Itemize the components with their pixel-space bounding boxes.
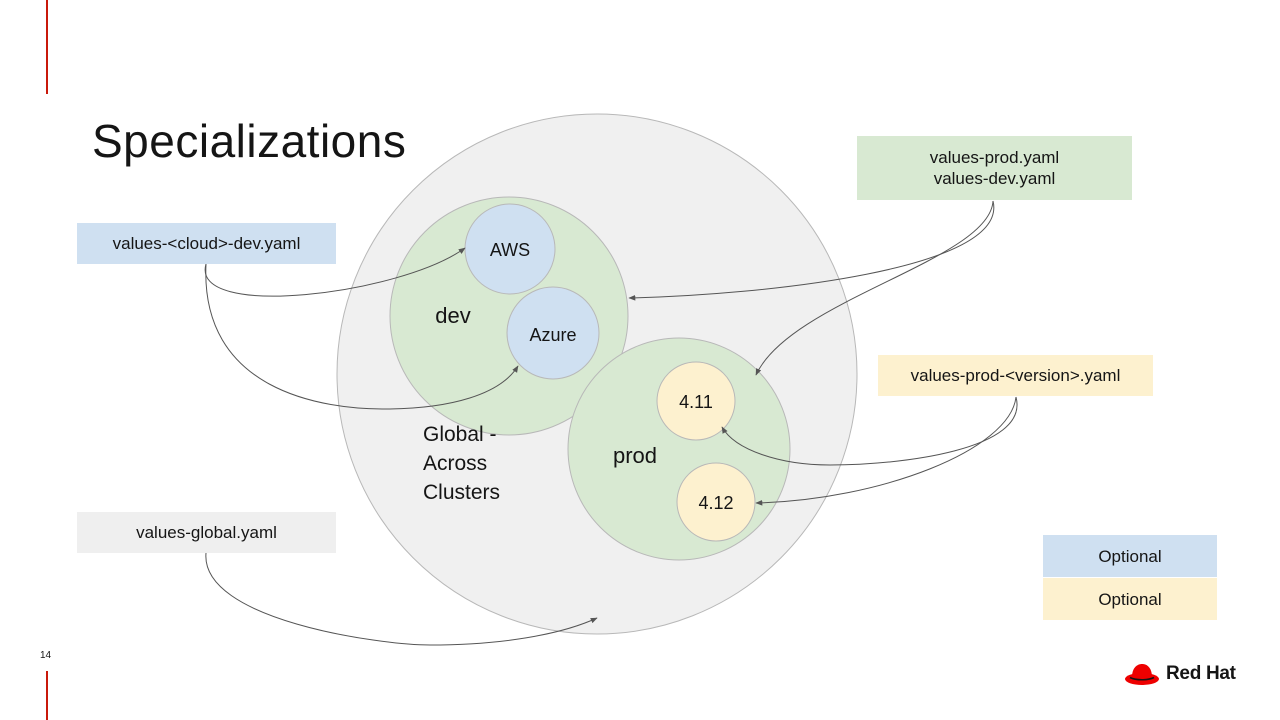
page-number: 14 [40,650,52,661]
global-label-line-3: Clusters [423,481,500,504]
connector-version-to-4-12 [755,396,1017,506]
legend-optional-cloud-label: Optional [1098,546,1162,566]
red-hat-logo: Red Hat [1124,662,1236,686]
version-4-11-label: 4.11 [679,392,713,412]
azure-label: Azure [529,325,576,345]
values-global-box: values-global.yaml [77,512,336,553]
connector-prod-dev-to-dev [628,200,995,301]
connector-cloud-to-aws [204,247,466,297]
accent-line-top [46,0,48,94]
values-global-text: values-global.yaml [136,523,277,542]
connector-version-to-4-11 [721,396,1018,466]
values-prod-version-text: values-prod-<version>.yaml [910,366,1121,385]
brand-text: Red Hat [1166,663,1236,684]
legend-optional-version-label: Optional [1098,589,1162,609]
values-cloud-dev-box: values-<cloud>-dev.yaml [77,223,336,264]
version-4-12-label: 4.12 [698,493,733,513]
values-cloud-dev-text: values-<cloud>-dev.yaml [112,234,301,253]
values-dev-text: values-dev.yaml [933,169,1056,188]
red-hat-icon [1125,664,1159,685]
legend-optional-cloud: Optional [1043,535,1217,577]
connector-prod-dev-to-prod [755,200,994,376]
prod-label: prod [613,443,657,468]
global-label-line-2: Across [423,452,487,475]
version-4-11-circle [656,361,736,441]
slide-title: Specializations [92,115,407,167]
values-prod-version-box: values-prod-<version>.yaml [878,355,1153,396]
connector-cloud-to-azure [205,263,519,410]
global-label-line-1: Global - [423,423,497,446]
accent-line-bottom [46,671,48,720]
aws-label: AWS [490,240,530,260]
values-prod-text: values-prod.yaml [929,148,1060,167]
connector-global-to-global [205,552,598,646]
dev-label: dev [435,303,470,328]
legend-optional-version: Optional [1043,578,1217,620]
values-prod-dev-box: values-prod.yaml values-dev.yaml [857,136,1132,200]
azure-circle [506,286,600,380]
version-4-12-circle [676,462,756,542]
